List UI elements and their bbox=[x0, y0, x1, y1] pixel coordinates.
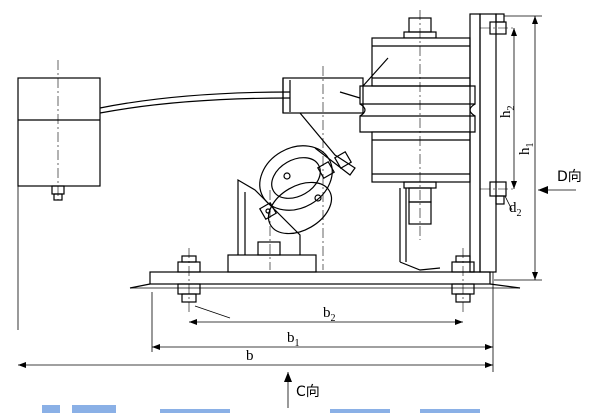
label-h2: h2 bbox=[498, 106, 517, 119]
label-b1: b1 bbox=[287, 330, 300, 349]
cropped-footer-artifacts bbox=[42, 405, 480, 413]
label-d2: d2 bbox=[509, 200, 522, 219]
svg-text:h2: h2 bbox=[498, 106, 517, 119]
label-d-direction: D向 bbox=[557, 169, 582, 185]
motor-housing bbox=[17, 60, 101, 330]
base-plate bbox=[129, 248, 521, 312]
coil-assembly bbox=[339, 10, 476, 271]
svg-text:h1: h1 bbox=[517, 143, 536, 156]
label-c-direction: C向 bbox=[296, 384, 320, 400]
cable bbox=[99, 91, 291, 109]
label-h1: h1 bbox=[517, 143, 536, 156]
base-bolt-left bbox=[177, 248, 201, 312]
dimension-lines bbox=[18, 15, 576, 408]
base-bolt-right bbox=[451, 248, 475, 312]
bracket-mechanism bbox=[227, 66, 364, 273]
label-b2: b2 bbox=[323, 305, 336, 324]
label-b: b bbox=[246, 348, 254, 364]
mounting-plate bbox=[469, 13, 516, 273]
